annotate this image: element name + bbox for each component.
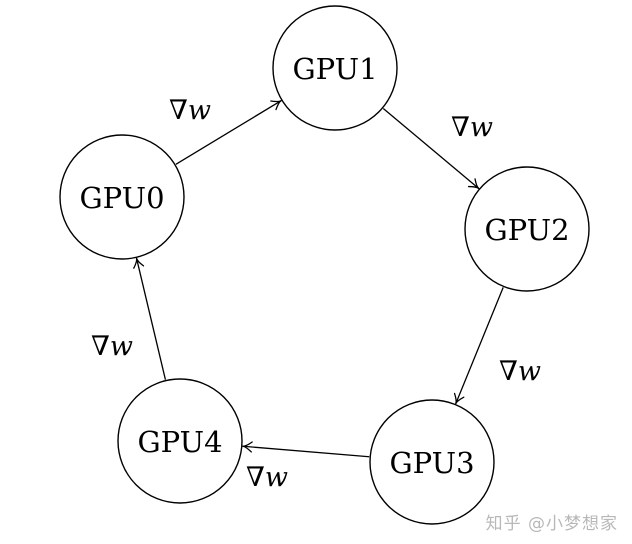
edge-line: [382, 107, 480, 190]
node-gpu4: GPU4: [117, 378, 243, 504]
node-label: GPU1: [292, 52, 377, 86]
node-label: GPU2: [484, 213, 569, 247]
node-gpu2: GPU2: [464, 166, 590, 292]
arrowhead-icon: [133, 257, 145, 269]
node-label: GPU0: [79, 181, 164, 215]
edge-label-gradient: ∇w: [499, 356, 541, 387]
watermark: 知乎 @小梦想家: [485, 514, 618, 534]
edge-gpu3-to-gpu4: ∇w: [242, 441, 370, 493]
arrowhead-icon: [453, 392, 465, 405]
edge-gpu1-to-gpu2: ∇w: [382, 107, 493, 190]
edge-gpu4-to-gpu0: ∇w: [91, 257, 167, 380]
node-circle: [272, 5, 398, 131]
node-circle: [59, 134, 185, 260]
edge-line: [175, 100, 282, 165]
edge-label-gradient: ∇w: [169, 95, 211, 126]
edge-label-gradient: ∇w: [91, 331, 133, 362]
node-gpu1: GPU1: [272, 5, 398, 131]
edge-label-gradient: ∇w: [246, 462, 288, 493]
node-label: GPU3: [389, 446, 474, 480]
node-gpu0: GPU0: [59, 134, 185, 260]
node-gpu3: GPU3: [369, 399, 495, 525]
node-circle: [369, 399, 495, 525]
node-label: GPU4: [137, 425, 222, 459]
edge-gpu2-to-gpu3: ∇w: [453, 287, 541, 405]
edge-line: [455, 287, 504, 404]
node-circle: [464, 166, 590, 292]
arrowhead-icon: [242, 441, 253, 453]
arrowhead-icon: [270, 99, 282, 111]
arrowhead-icon: [467, 178, 480, 190]
edge-label-gradient: ∇w: [451, 112, 493, 143]
edge-line: [242, 445, 370, 458]
edge-gpu0-to-gpu1: ∇w: [169, 95, 282, 165]
edge-line: [135, 258, 167, 380]
node-circle: [117, 378, 243, 504]
